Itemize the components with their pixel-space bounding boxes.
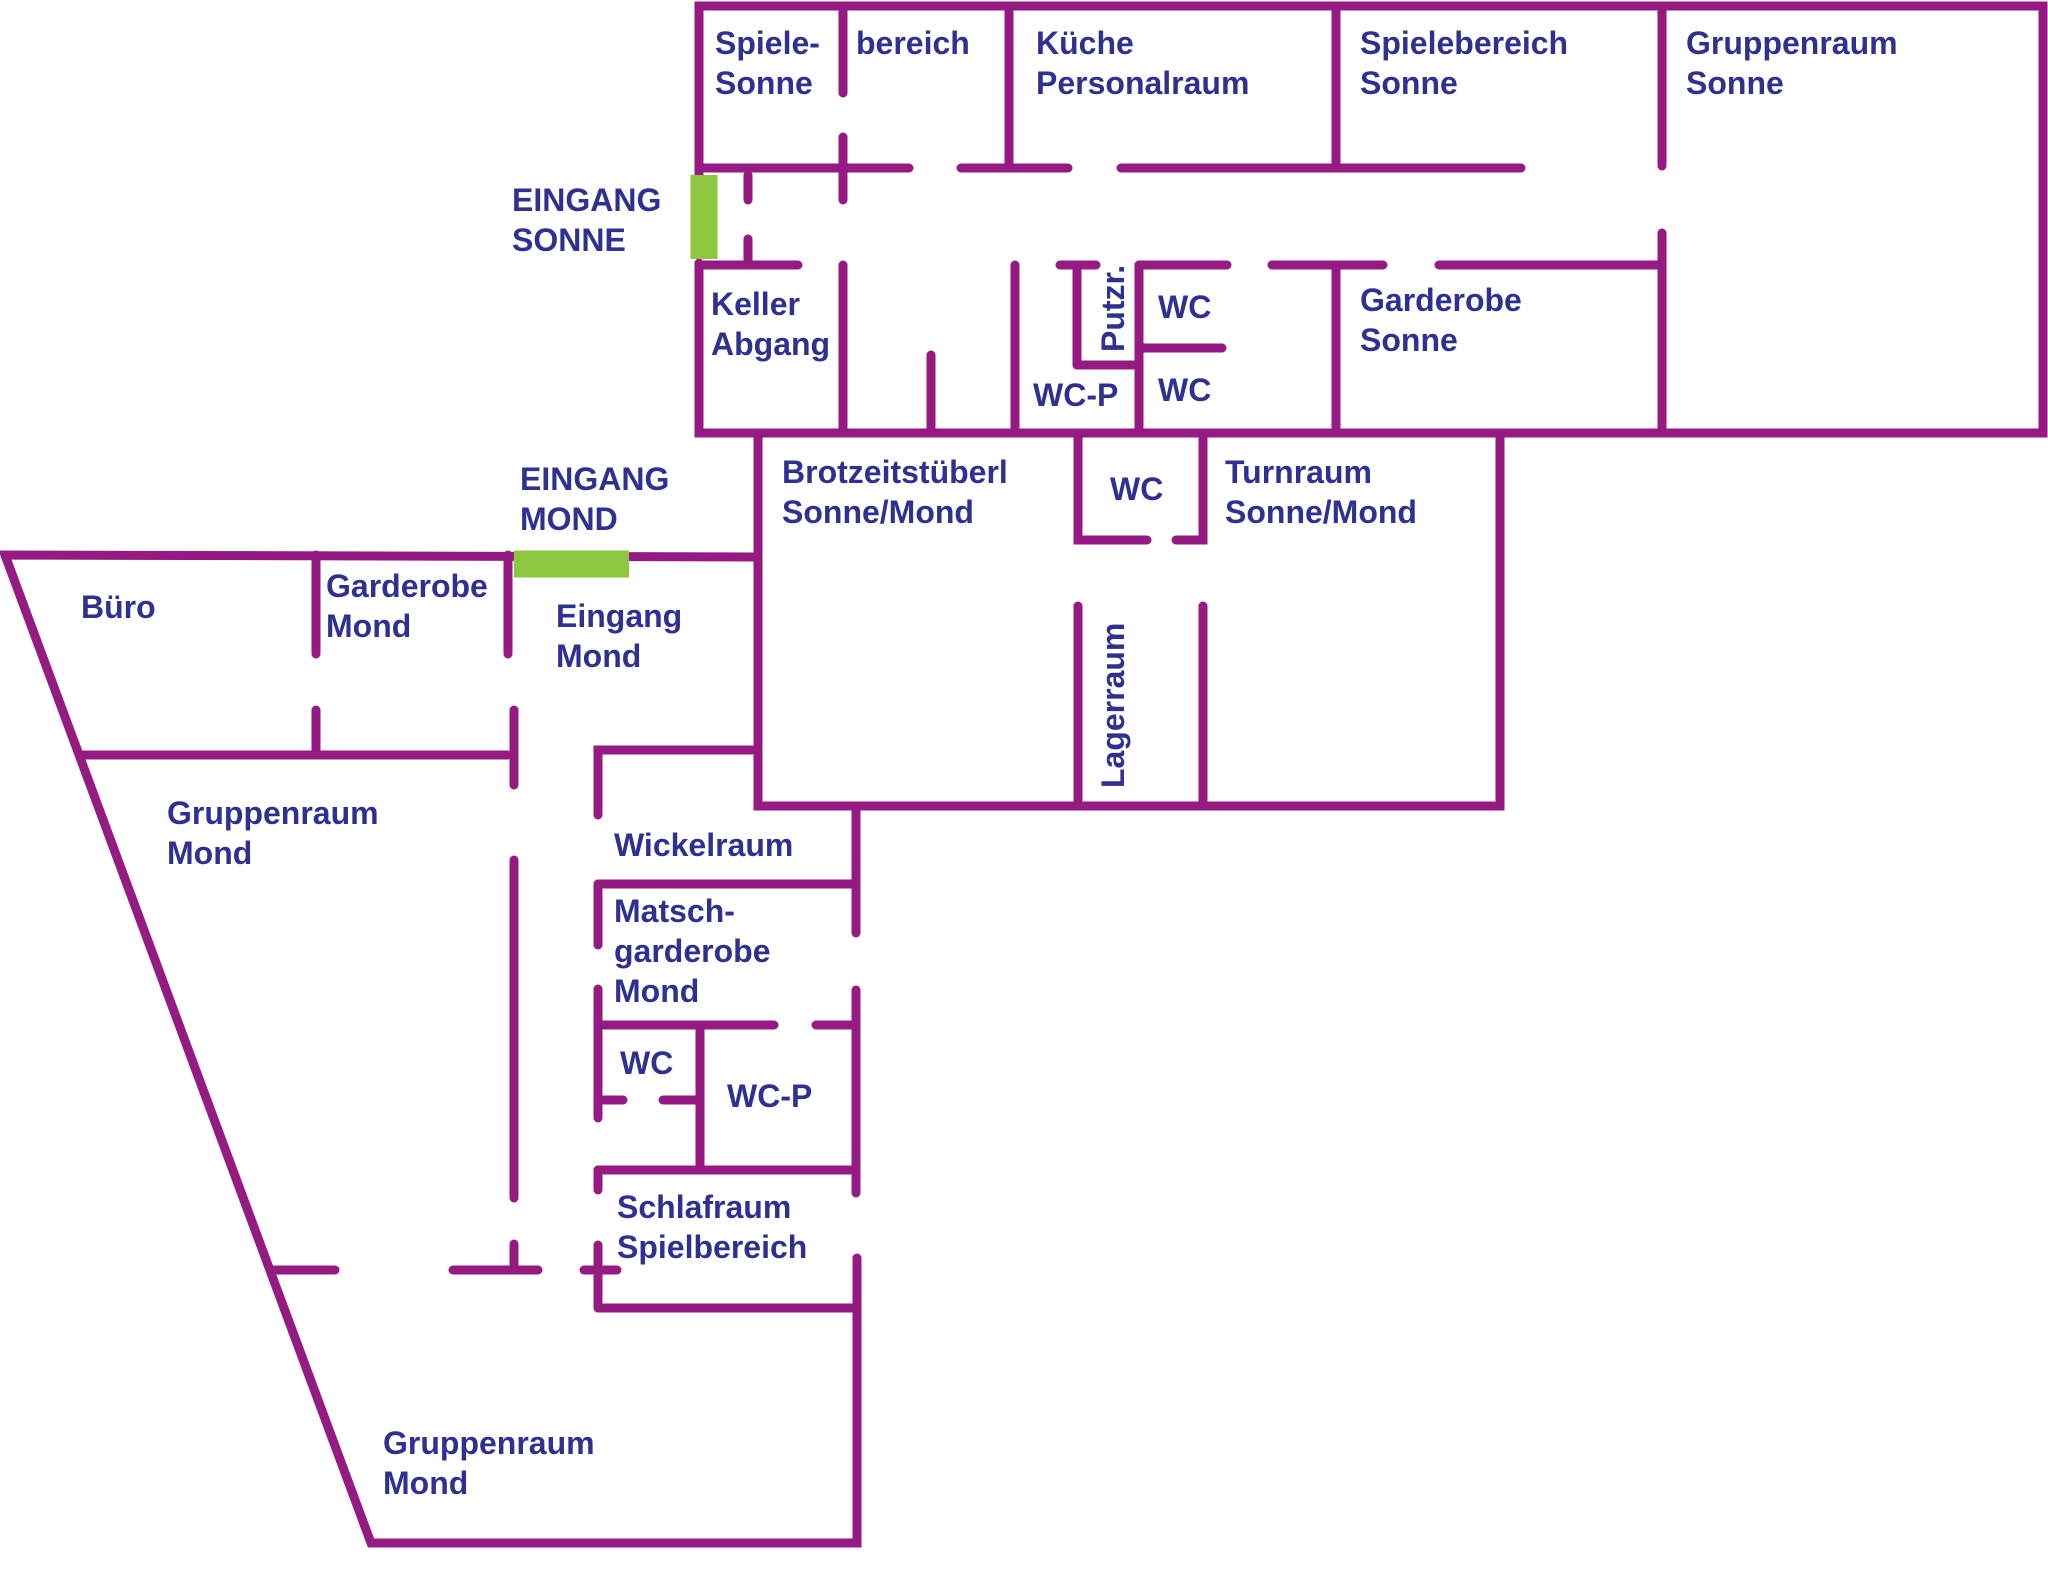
label-buero: Büro <box>81 589 156 625</box>
label-bereich: bereich <box>856 25 970 61</box>
label-matschgarderobe: Matsch- garderobe Mond <box>614 893 779 1009</box>
wall-wc-center-right <box>1171 428 1208 545</box>
label-garderobe-sonne: Garderobe Sonne <box>1360 282 1531 358</box>
label-spielebereich-sonne: Spielebereich Sonne <box>1360 25 1577 101</box>
label-wickelraum: Wickelraum <box>614 827 793 863</box>
label-keller-abgang: Keller Abgang <box>711 286 830 362</box>
label-wc-mond: WC <box>620 1045 673 1081</box>
label-brotzeitstueberl: Brotzeitstüberl Sonne/Mond <box>782 454 1017 530</box>
label-wcp-sonne: WC-P <box>1033 377 1118 413</box>
label-garderobe-mond: Garderobe Mond <box>326 568 497 644</box>
label-turnraum: Turnraum Sonne/Mond <box>1225 454 1417 530</box>
label-lagerraum: Lagerraum <box>1095 623 1131 788</box>
label-schlafraum: Schlafraum Spielbereich <box>617 1189 807 1265</box>
label-spiele-sonne: Spiele- Sonne <box>715 25 829 101</box>
label-wc-center: WC <box>1110 471 1163 507</box>
room-labels: Spiele- Sonne bereich Küche Personalraum… <box>81 25 1906 1501</box>
label-eingang-sonne: EINGANG SONNE <box>512 182 670 258</box>
sonne-outer-wall <box>694 1 2048 438</box>
label-gruppenraum-sonne: Gruppenraum Sonne <box>1686 25 1906 101</box>
label-eingang-mond-room: Eingang Mond <box>556 598 691 674</box>
entrance-labels: EINGANG SONNE EINGANG MOND <box>512 182 678 537</box>
label-gruppenraum-mond-1: Gruppenraum Mond <box>167 795 387 871</box>
wall-wc-center <box>1073 428 1152 545</box>
label-wc-mid: WC <box>1158 372 1211 408</box>
label-gruppenraum-mond-2: Gruppenraum Mond <box>383 1425 603 1501</box>
label-wcp-mond: WC-P <box>727 1078 812 1114</box>
central-block-wall <box>753 428 1505 811</box>
label-wc-top: WC <box>1158 289 1211 325</box>
label-eingang-mond: EINGANG MOND <box>520 461 678 537</box>
wall-service-top <box>593 745 763 820</box>
label-putzr: Putzr. <box>1095 265 1131 352</box>
label-kueche: Küche Personalraum <box>1036 25 1249 101</box>
mond-outer-wall <box>0 550 862 1548</box>
